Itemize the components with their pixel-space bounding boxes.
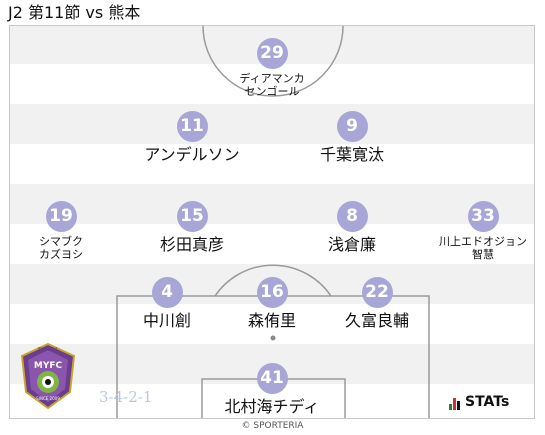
pitch-stripe	[10, 224, 534, 264]
player-number-badge: 22	[361, 277, 393, 308]
player-name: 中川創	[142, 311, 191, 330]
player-number-badge: 11	[176, 111, 208, 142]
player-16: 16 森侑里	[212, 277, 332, 330]
player-29: 29 ディアマンカセンゴール	[212, 38, 332, 98]
center-circle-arc	[202, 26, 344, 97]
player-name: シマブク	[39, 235, 83, 248]
player-name: 川上エドオジョン	[439, 235, 527, 248]
stats-bars-icon	[449, 398, 461, 410]
player-name: 浅倉廉	[327, 235, 376, 254]
stats-logo: STATs	[449, 394, 509, 410]
crest-top-text: FUJIEDA	[38, 347, 58, 353]
stats-logo-text: STATs	[465, 394, 510, 410]
penalty-spot	[270, 335, 276, 341]
player-number-badge: 4	[151, 277, 183, 308]
player-name: 久富良輔	[344, 311, 409, 330]
player-8: 8 浅倉廉	[292, 201, 412, 254]
player-number-badge: 9	[336, 111, 368, 142]
player-number-badge: 8	[336, 201, 368, 232]
player-33: 33 川上エドオジョン智慧	[423, 201, 543, 261]
crest-middle-text: MYFC	[34, 361, 63, 371]
player-number-badge: 29	[256, 38, 288, 69]
player-9: 9 千葉寛汰	[292, 111, 412, 164]
pitch-stripe	[10, 64, 534, 104]
player-name: 杉田真彦	[159, 235, 224, 254]
player-number-badge: 41	[256, 363, 288, 394]
player-name: 智慧	[472, 248, 494, 261]
player-41: 41 北村海チディ	[212, 363, 332, 416]
crest-bottom-text: SINCE 2009	[36, 396, 60, 401]
player-number-badge: 15	[176, 201, 208, 232]
player-4: 4 中川創	[107, 277, 227, 330]
formation-label: 3-4-2-1	[99, 388, 153, 406]
copyright: © SPORTERIA	[241, 421, 304, 431]
penalty-arc	[214, 264, 332, 297]
player-name: カズヨシ	[39, 248, 83, 261]
player-number-badge: 19	[45, 201, 77, 232]
player-15: 15 杉田真彦	[132, 201, 252, 254]
player-name: 千葉寛汰	[319, 145, 384, 164]
player-number-badge: 16	[256, 277, 288, 308]
player-name: ディアマンカ	[239, 72, 305, 85]
player-name: アンデルソン	[144, 145, 240, 164]
player-11: 11 アンデルソン	[132, 111, 252, 164]
player-name: センゴール	[244, 85, 300, 98]
club-crest-icon: FUJIEDA MYFC SINCE 2009	[20, 342, 76, 410]
pitch-stripe	[10, 144, 534, 184]
player-number-badge: 33	[467, 201, 499, 232]
player-name: 森侑里	[247, 311, 296, 330]
player-name: 北村海チディ	[224, 397, 320, 416]
player-19: 19 シマブクカズヨシ	[1, 201, 121, 261]
player-22: 22 久富良輔	[317, 277, 437, 330]
page-title: J2 第11節 vs 熊本	[8, 3, 141, 22]
